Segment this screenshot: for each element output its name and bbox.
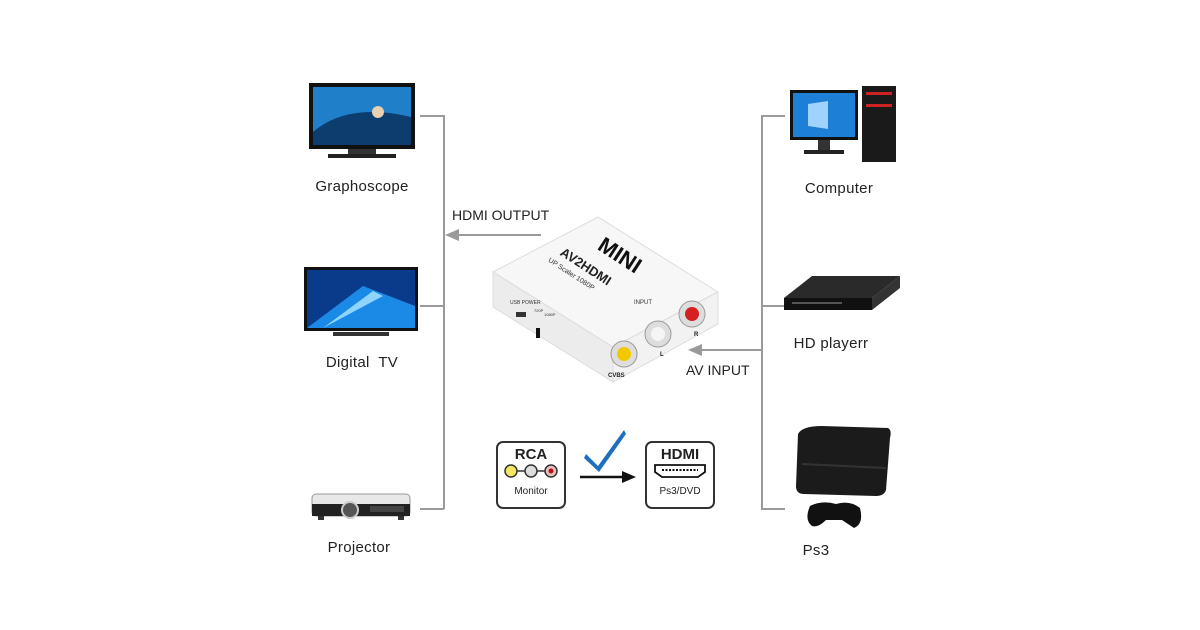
output-label-graphoscope: Graphoscope <box>315 178 409 195</box>
hdmi-output-label: HDMI OUTPUT <box>452 207 550 223</box>
resolution-switch <box>536 328 540 338</box>
device-power-label: USB POWER <box>510 300 541 306</box>
input-label-hd-player: HD playerr <box>793 335 869 352</box>
output-label-projector: Projector <box>327 539 391 556</box>
output-bracket-tick <box>420 508 444 510</box>
output-bracket-tick <box>420 115 444 117</box>
output-label-digital-tv: Digital TV <box>325 354 399 371</box>
hdmi-caption: Ps3/DVD <box>659 486 701 497</box>
device-input-label: INPUT <box>634 300 652 306</box>
rca-caption: Monitor <box>514 486 548 497</box>
dvd-player-icon <box>784 276 900 310</box>
projector-icon <box>311 493 411 520</box>
rca-title: RCA <box>514 446 548 463</box>
av-input-arrow <box>688 344 762 356</box>
port-l: L <box>660 352 664 358</box>
av2hdmi-converter-image: MINI AV2HDMI UP Scaler 1080P INPUT USB P… <box>491 216 720 383</box>
input-label-ps3: Ps3 <box>802 542 830 559</box>
rca-legend-box: RCA Monitor <box>496 441 566 509</box>
monitor-icon <box>309 83 415 158</box>
input-bracket-tick <box>761 305 785 307</box>
computer-icon <box>790 86 896 162</box>
input-label-computer: Computer <box>804 180 874 197</box>
output-bracket-tick <box>420 305 444 307</box>
port-r: R <box>694 332 699 338</box>
output-bracket-line <box>443 115 445 509</box>
port-cvbs: CVBS <box>608 373 625 379</box>
hdmi-legend-box: HDMI Ps3/DVD <box>645 441 715 509</box>
device-switch-1080: 1080P <box>544 312 556 317</box>
tv-icon <box>304 267 418 336</box>
game-console-icon <box>796 426 891 528</box>
rca-connectors-icon <box>504 464 558 478</box>
input-bracket-line <box>761 115 763 509</box>
hdmi-title: HDMI <box>660 446 700 463</box>
hdmi-connector-icon <box>654 464 706 478</box>
checkmark-and-arrow-icon <box>580 430 636 483</box>
input-bracket-tick <box>761 508 785 510</box>
device-switch-720: 720P <box>534 308 544 313</box>
input-bracket-tick <box>761 115 785 117</box>
av-input-label: AV INPUT <box>686 362 750 378</box>
hdmi-output-arrow <box>445 229 541 241</box>
